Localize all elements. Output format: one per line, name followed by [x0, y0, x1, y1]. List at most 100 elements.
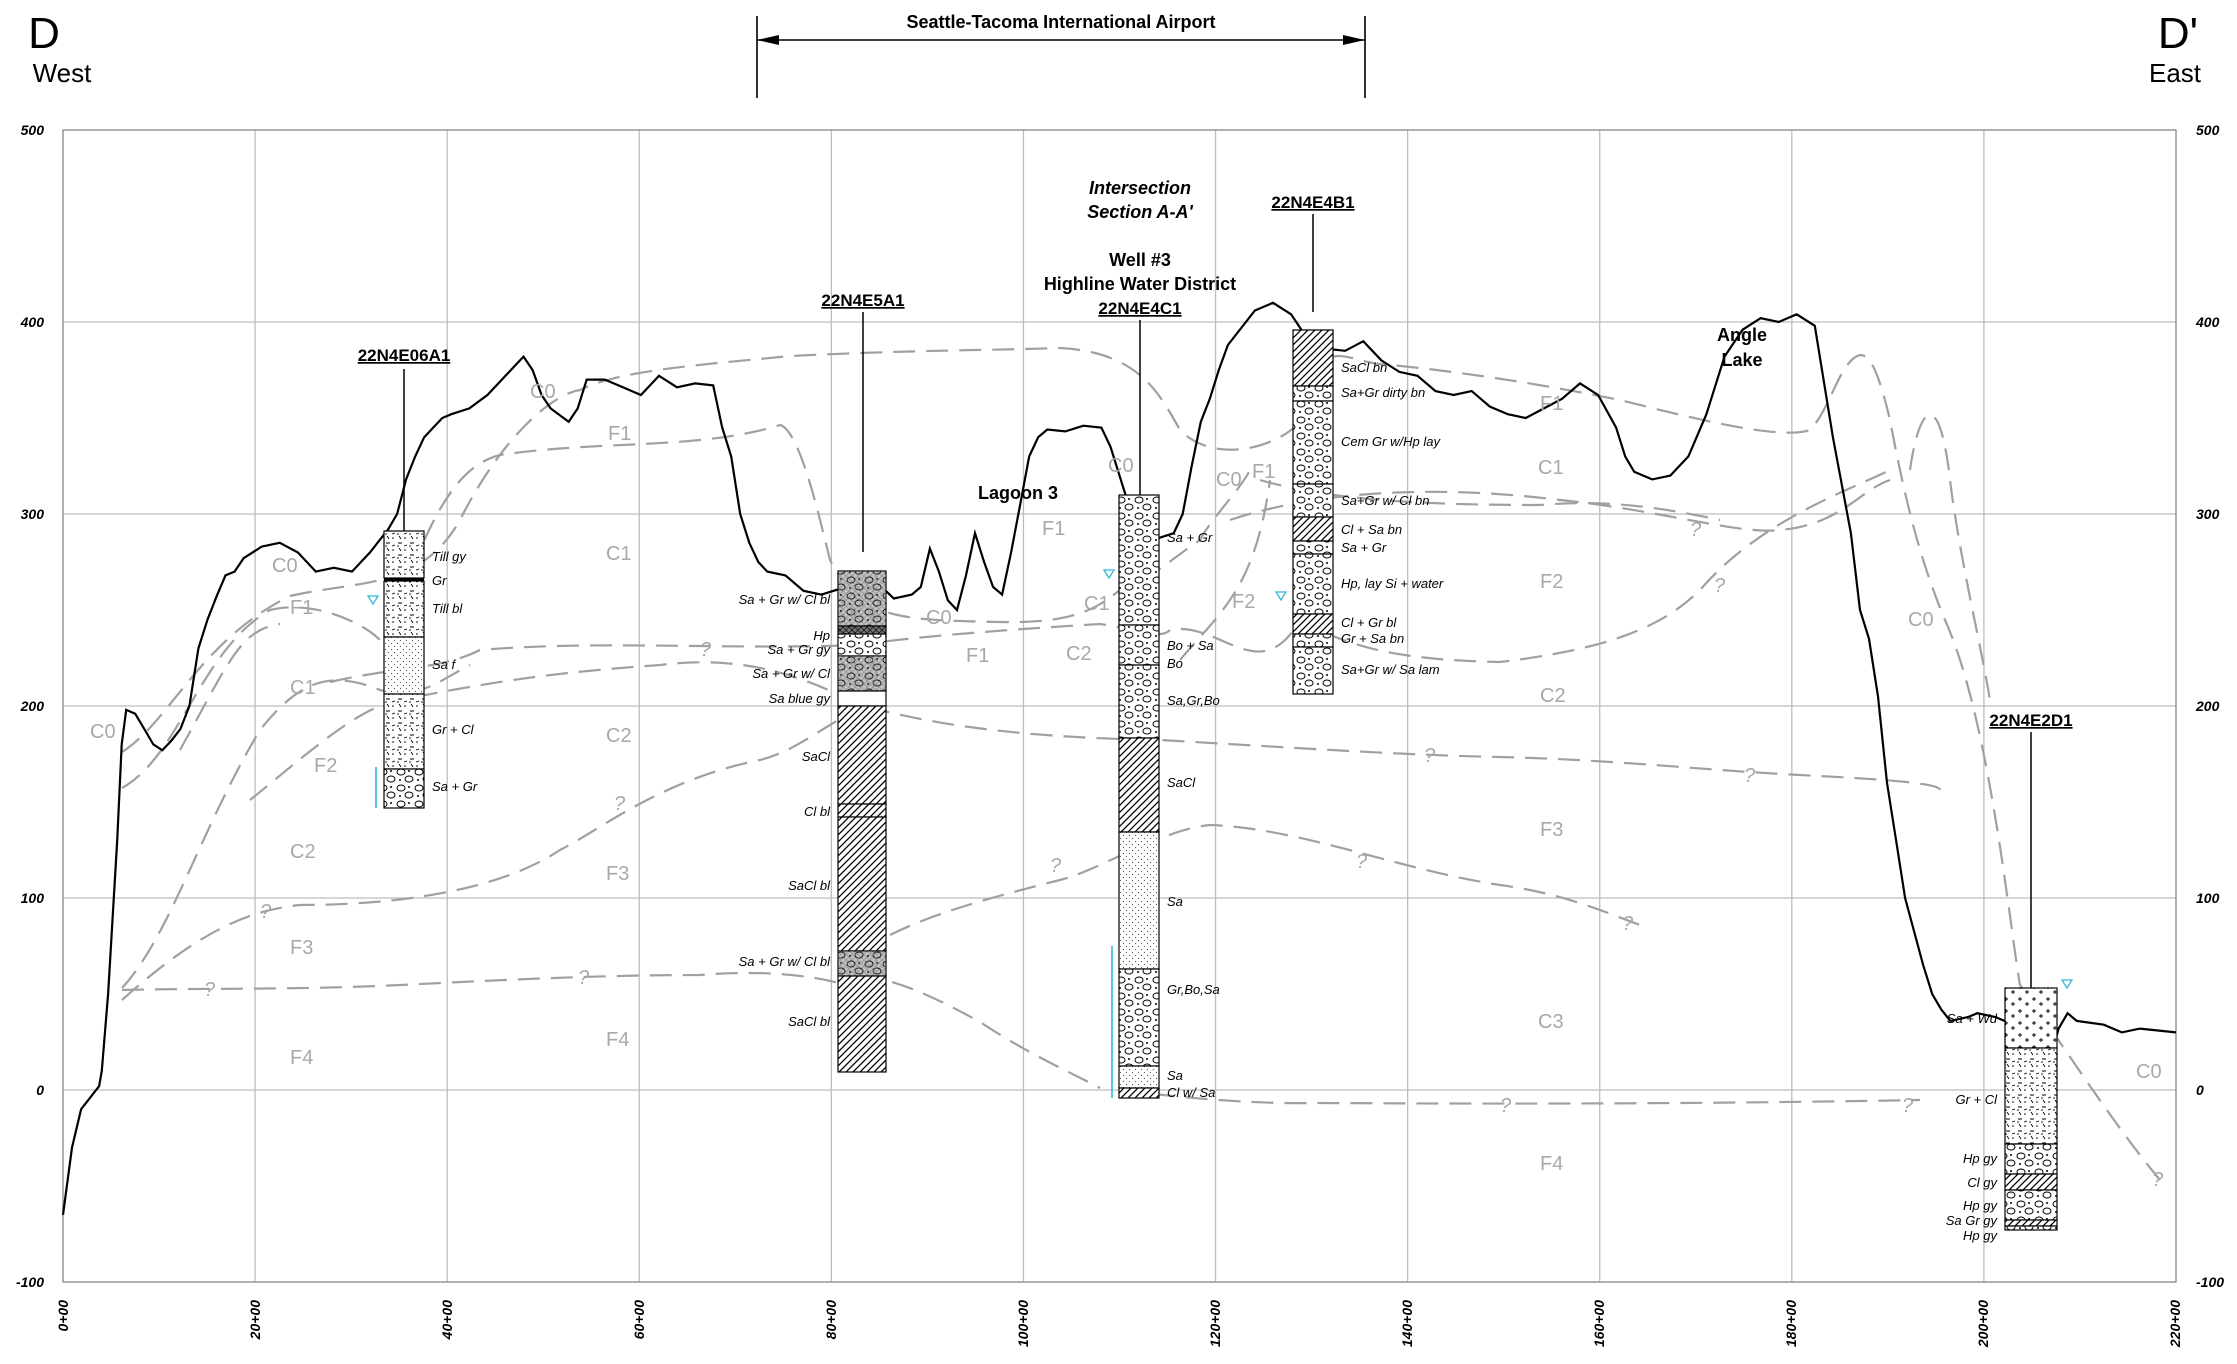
y-tick-label: -100	[2196, 1274, 2224, 1290]
unit-label-f1: F1	[608, 423, 631, 445]
contact-f2-base	[1179, 479, 1272, 661]
question-mark: ?	[1744, 765, 1756, 787]
plot-frame	[62, 129, 2177, 1283]
unit-label-f1: F1	[290, 597, 313, 619]
well-name: 22N4E4B1	[1271, 193, 1354, 212]
y-tick-label: 400	[20, 314, 45, 330]
layer-label: Sa + Gr	[1341, 540, 1387, 555]
question-mark: ?	[578, 967, 590, 989]
layer-label: Sa + Gr	[432, 779, 478, 794]
layer-label: Bo	[1167, 656, 1183, 671]
contact-c0-east	[1908, 413, 1992, 701]
layer-label: Gr + Cl	[1955, 1092, 1998, 1107]
question-mark: ?	[1356, 851, 1368, 873]
question-mark: ?	[1424, 745, 1436, 767]
unit-label-f1: F1	[1540, 393, 1563, 415]
layer-label: Sa + Gr w/ Cl bl	[739, 954, 831, 969]
x-axis: 0+00 20+00 40+00 60+00 80+00 100+00 120+…	[55, 1300, 2183, 1348]
east-letter: D'	[2158, 9, 2198, 58]
x-tick-label: 180+00	[1783, 1300, 1799, 1347]
unit-label-c0: C0	[1908, 609, 1934, 631]
layer-label: Sa blue gy	[769, 691, 832, 706]
contact-f3-base	[121, 971, 861, 992]
layer-label: Sa Gr gy	[1946, 1213, 1999, 1228]
y-tick-label: 100	[21, 890, 45, 906]
unit-label-c2: C2	[606, 725, 632, 747]
x-tick-label: 200+00	[1975, 1300, 1991, 1348]
question-mark: ?	[614, 793, 626, 815]
layer-label: Till bl	[432, 601, 463, 616]
unit-label-f4: F4	[290, 1047, 313, 1069]
well3-label-2: Highline Water District	[1044, 274, 1236, 294]
unit-label-c0: C0	[926, 607, 952, 629]
y-tick-label: 300	[21, 506, 45, 522]
unit-label-f1: F1	[966, 645, 989, 667]
layer-label: Sa + Gr w/ Cl bl	[739, 592, 831, 607]
question-mark: ?	[1902, 1095, 1914, 1117]
contact-c3-top	[889, 823, 1641, 936]
layer-label: Gr + Sa bn	[1341, 631, 1404, 646]
intersection-label-2: Section A-A'	[1087, 202, 1193, 222]
y-tick-label: -100	[16, 1274, 44, 1290]
layer-label: Cl bl	[804, 804, 831, 819]
unit-label-c1: C1	[1538, 457, 1564, 479]
layer-label: Hp gy	[1963, 1228, 1998, 1243]
x-tick-label: 160+00	[1591, 1300, 1607, 1347]
contact-f4-east	[1119, 1088, 1921, 1105]
layer-label: SaCl	[802, 749, 831, 764]
well-22n4e2d1: 22N4E2D1 Sa + Wd Gr + Cl Hp gy Cl gy Hp …	[1946, 711, 2074, 1243]
y-axis-right: 500 400 300 200 100 0 -100	[2195, 122, 2224, 1290]
unit-label-f2: F2	[1232, 591, 1255, 613]
y-axis-left: 500 400 300 200 100 0 -100	[16, 122, 44, 1290]
question-mark: ?	[2152, 1169, 2164, 1191]
angle-lake-label-2: Lake	[1721, 350, 1762, 370]
lagoon-label: Lagoon 3	[978, 483, 1058, 503]
layer-label: Sa+Gr dirty bn	[1341, 385, 1425, 400]
contact-f2-top	[329, 469, 1891, 684]
unit-label-c0: C0	[1216, 469, 1242, 491]
uncertainty-marks: ? ? ? ? ? ? ? ? ? ? ? ? ? ? ?	[204, 519, 2164, 1191]
contact-c1-east	[1229, 478, 1891, 532]
contact-f4-top	[859, 973, 1101, 1089]
question-mark: ?	[1714, 575, 1726, 597]
unit-label-f2: F2	[1540, 571, 1563, 593]
question-mark: ?	[204, 979, 216, 1001]
west-label: West	[33, 58, 93, 88]
y-tick-label: 100	[2196, 890, 2220, 906]
layer-label: Gr + Cl	[432, 722, 475, 737]
layer-label: Cl gy	[1967, 1175, 1998, 1190]
unit-label-f1: F1	[1252, 461, 1275, 483]
unit-label-c0: C0	[90, 721, 116, 743]
well3-label-1: Well #3	[1109, 250, 1171, 270]
question-mark: ?	[1050, 855, 1062, 877]
unit-label-f3: F3	[1540, 819, 1563, 841]
y-tick-label: 300	[2196, 506, 2220, 522]
layer-label: Hp, lay Si + water	[1341, 576, 1444, 591]
layer-label: SaCl	[1167, 775, 1196, 790]
layer-label: SaCl bl	[788, 878, 831, 893]
y-tick-label: 200	[20, 698, 45, 714]
layer-label: Sa f	[432, 657, 457, 672]
x-tick-label: 20+00	[247, 1300, 263, 1341]
contact-c0-base	[121, 346, 2161, 1181]
unit-label-c2: C2	[1066, 643, 1092, 665]
ground-surface-line	[61, 301, 2177, 1215]
layer-label: Bo + Sa	[1167, 638, 1214, 653]
question-mark: ?	[1500, 1095, 1512, 1117]
unit-label-f4: F4	[1540, 1153, 1563, 1175]
y-tick-label: 200	[2195, 698, 2220, 714]
unit-label-f3: F3	[290, 937, 313, 959]
unit-labels: C0 C0 C0 C0 C0 C0 C0 C0 F1 F1 F1 F1 F1 F…	[90, 381, 2162, 1175]
unit-label-c0: C0	[272, 555, 298, 577]
y-tick-label: 0	[36, 1082, 44, 1098]
layer-label: Sa + Gr w/ Cl	[752, 666, 831, 681]
layer-label: Gr,Bo,Sa	[1167, 982, 1220, 997]
layer-label: Sa + Gr gy	[768, 642, 832, 657]
unit-label-c2: C2	[290, 841, 316, 863]
angle-lake-label-1: Angle	[1717, 325, 1767, 345]
unit-label-f4: F4	[606, 1029, 629, 1051]
well-22n4e06a1: 22N4E06A1 Till gy Gr Till bl Sa f Gr + C…	[358, 346, 478, 809]
layer-label: Sa+Gr w/ Cl bn	[1341, 493, 1430, 508]
well-22n4e5a1: 22N4E5A1 Sa + Gr w/ Cl bl Hp Sa + Gr gy …	[739, 291, 905, 1073]
x-tick-label: 120+00	[1207, 1300, 1223, 1347]
